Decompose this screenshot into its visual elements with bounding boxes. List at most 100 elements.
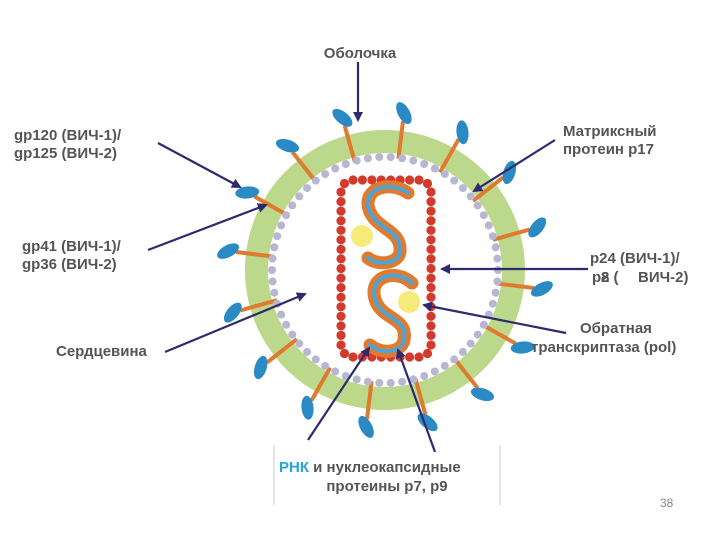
capsid-protein-dot — [426, 225, 436, 235]
spike-stalk — [235, 250, 275, 259]
spike-head — [253, 355, 268, 380]
spike-stalk — [239, 298, 278, 313]
capsid-protein-dot — [336, 206, 346, 216]
spike-head — [396, 102, 412, 125]
matrix-protein-dot — [352, 156, 361, 165]
matrix-protein-dot — [458, 184, 467, 193]
capsid-protein-dot — [426, 311, 436, 321]
label-gp41-line2: gp36 (ВИЧ-2) — [22, 256, 117, 273]
matrix-protein-dot — [491, 288, 500, 297]
spike-stalk — [438, 138, 461, 174]
capsid-protein-dot — [426, 321, 436, 331]
spike-stalk — [396, 120, 405, 160]
arrow-gp120 — [157, 142, 242, 188]
label-rna-word: РНК — [279, 459, 310, 476]
envelope-spikes — [217, 102, 553, 438]
capsid-protein-dot — [414, 175, 424, 185]
capsid-protein-dot — [336, 225, 346, 235]
capsid-protein-dot — [336, 321, 346, 331]
spike-head — [235, 186, 260, 199]
matrix-protein-dot — [268, 266, 276, 274]
spike-head — [332, 108, 353, 127]
matrix-protein-dot — [479, 320, 488, 329]
matrix-protein-dot — [311, 176, 320, 185]
capsid-protein-dot — [348, 352, 358, 362]
matrix-protein-dot — [409, 156, 418, 165]
capsid-protein-dot — [336, 292, 346, 302]
matrix-protein-dot — [363, 154, 372, 163]
matrix-protein-dot — [430, 164, 439, 173]
matrix-protein-dot — [450, 176, 459, 185]
spike-head — [223, 302, 242, 323]
capsid-protein-dot — [426, 263, 436, 274]
matrix-protein-dot — [288, 330, 297, 339]
capsid-protein-dot — [336, 273, 346, 283]
spike-stalk — [265, 337, 299, 365]
spike-head — [358, 415, 374, 438]
label-p24-line2-8: 8 — [601, 269, 609, 286]
matrix-protein-dot — [321, 361, 330, 370]
capsid-protein-dot — [336, 216, 346, 226]
capsid-protein-dot — [426, 235, 436, 245]
capsid-protein-dot — [339, 178, 350, 189]
capsid-protein-dot — [426, 273, 436, 283]
matrix-protein-dot — [352, 375, 361, 384]
rna-label-box: РНК и нуклеокапсидные протеины p7, p9 — [273, 445, 501, 505]
matrix-protein-dot — [303, 184, 312, 193]
matrix-protein-dot — [473, 201, 482, 210]
capsid-protein-dot — [336, 283, 346, 293]
capsid-protein-dot — [336, 263, 346, 274]
spike-stalk — [471, 175, 505, 203]
spike-head — [528, 217, 547, 238]
rna-strand-upper — [361, 180, 415, 270]
arrow-rna-left — [307, 346, 371, 441]
matrix-protein-dot — [282, 211, 291, 220]
label-envelope: Оболочка — [324, 45, 397, 62]
matrix-protein-dot — [295, 339, 304, 348]
label-p24-line2-p: p — [592, 269, 601, 286]
spike-stalk — [253, 194, 289, 217]
spike-stalk — [290, 150, 318, 184]
spike-head — [530, 281, 553, 297]
matrix-protein-dot — [331, 164, 340, 173]
matrix-protein-dot — [484, 221, 493, 230]
capsid-protein-dot — [426, 244, 436, 254]
spike-stalk — [342, 124, 357, 163]
capsid-protein-dot — [336, 254, 346, 264]
matrix-protein-dot — [466, 192, 475, 201]
capsid-protein-dot — [336, 302, 346, 312]
arrow-matrix-p17 — [472, 139, 556, 193]
capsid-protein-dot — [405, 175, 415, 185]
capsid-p24-layer — [336, 175, 436, 362]
matrix-protein-dot — [409, 375, 418, 384]
capsid-protein-dot — [357, 175, 367, 185]
arrow-gp41 — [147, 203, 268, 252]
matrix-protein-dot — [341, 160, 350, 168]
reverse-transcriptase-upper — [351, 225, 373, 247]
matrix-protein-dot — [473, 330, 482, 339]
label-gp120-line1: gp120 (ВИЧ-1)/ — [14, 127, 122, 144]
reverse-transcriptase-lower — [398, 291, 420, 313]
capsid-protein-dot — [336, 330, 346, 340]
matrix-protein-dot — [440, 361, 449, 370]
matrix-protein-dot — [270, 243, 279, 252]
matrix-protein-dot — [288, 201, 297, 210]
label-matrix-line1: Матриксный — [563, 123, 657, 140]
matrix-protein-dot — [450, 355, 459, 364]
label-p24-line2: p 8 2 ( ВИЧ-2) — [592, 269, 689, 286]
virion-interior — [268, 153, 502, 387]
matrix-protein-dot — [375, 378, 384, 387]
matrix-protein-p17-layer — [268, 153, 502, 387]
label-core: Сердцевина — [56, 343, 148, 360]
spike-head — [301, 395, 314, 420]
spike-stalk — [495, 281, 535, 290]
capsid-protein-dot — [426, 197, 436, 207]
matrix-protein-dot — [420, 160, 429, 168]
capsid-protein-dot — [426, 206, 436, 216]
matrix-protein-dot — [479, 211, 488, 220]
matrix-protein-dot — [440, 170, 449, 179]
capsid-protein-dot — [422, 348, 433, 359]
matrix-protein-dot — [363, 377, 372, 386]
capsid-protein-dot — [426, 254, 436, 264]
